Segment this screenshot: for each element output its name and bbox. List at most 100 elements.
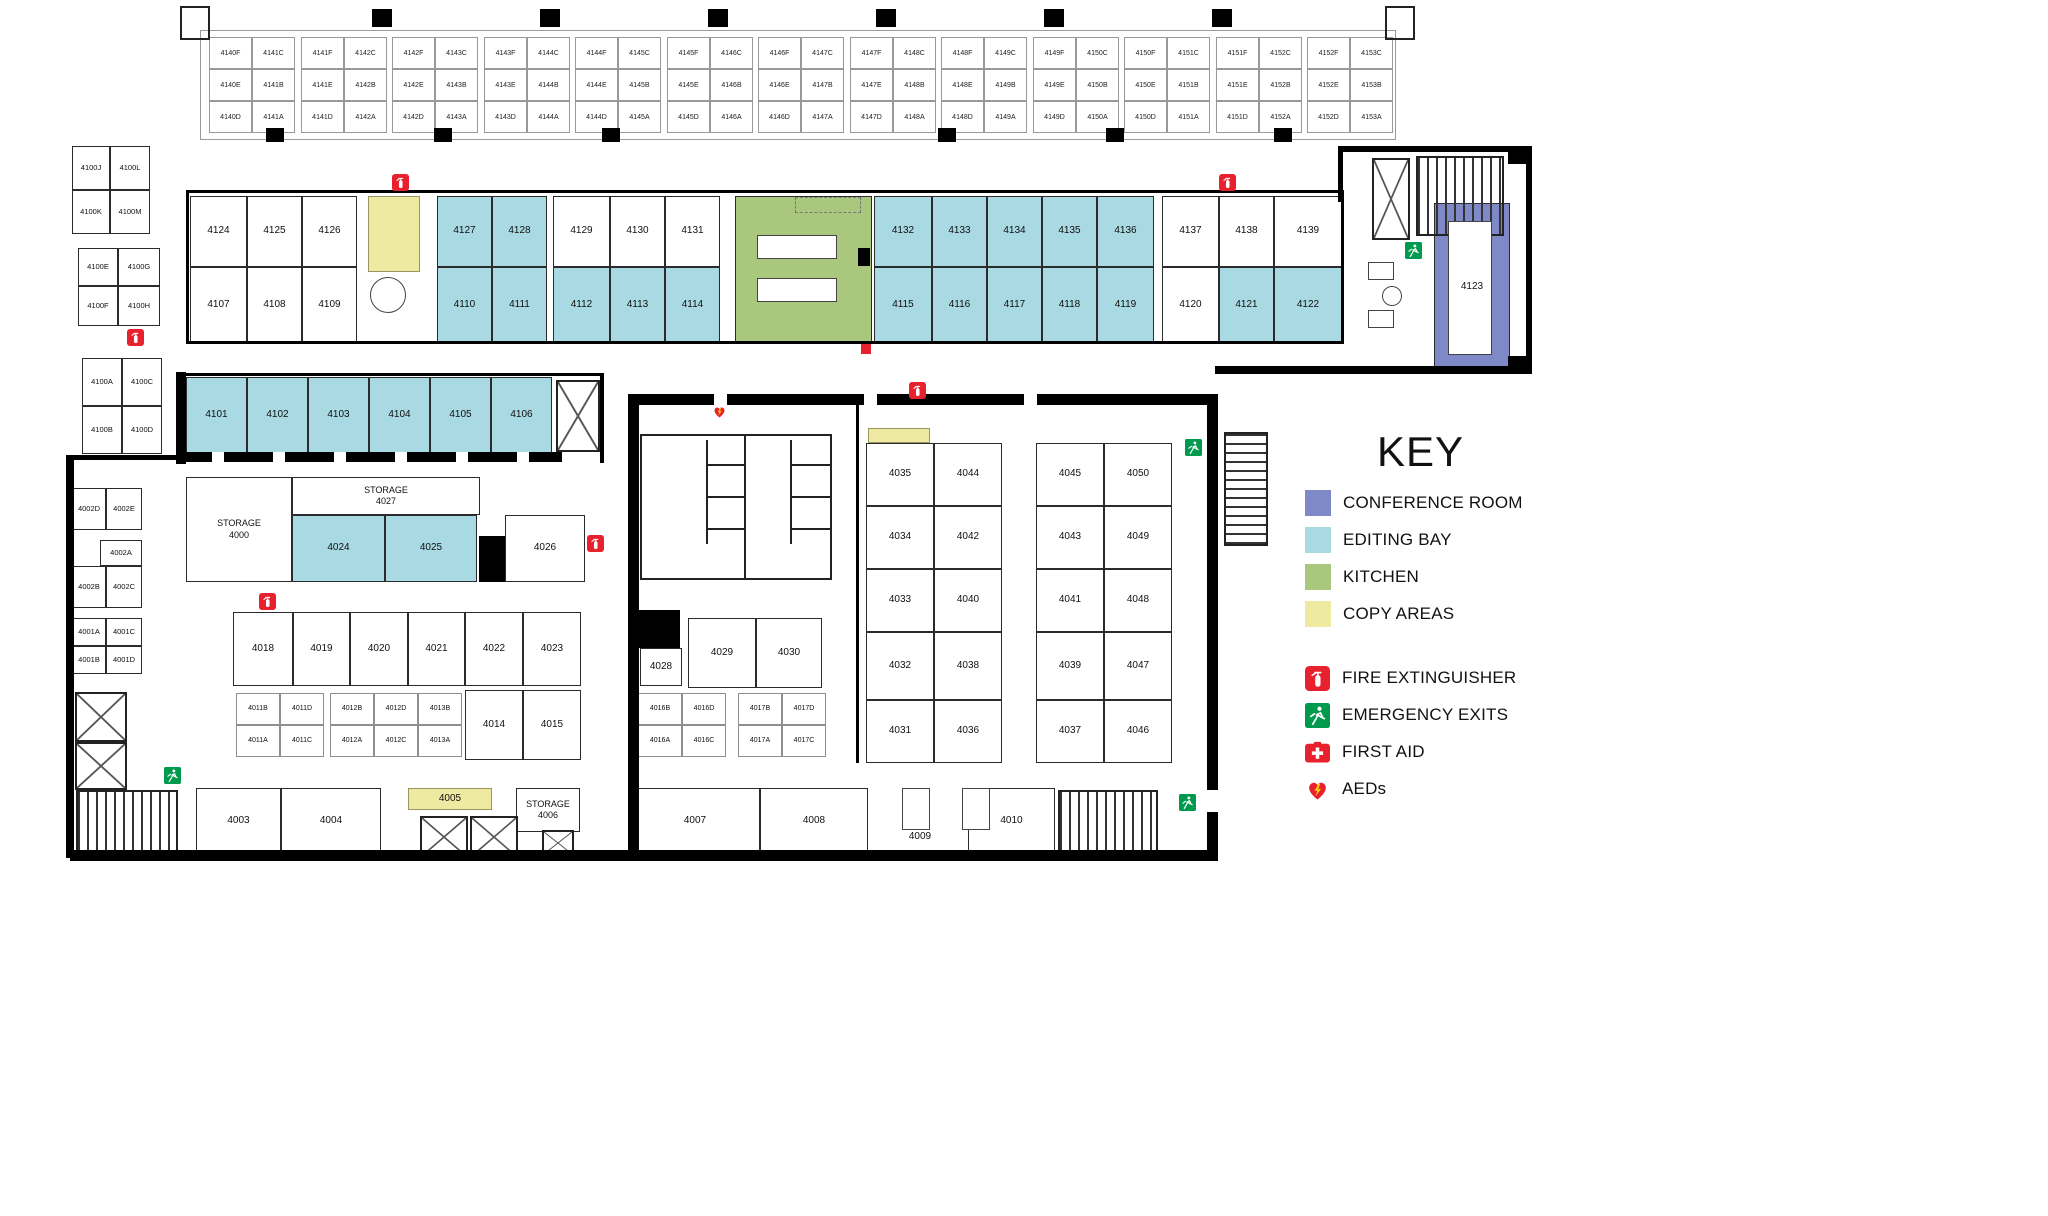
room-label: 4022	[482, 642, 506, 654]
room-label: 4021	[425, 642, 448, 654]
room-label: 4009	[908, 830, 932, 842]
cubicle-band	[200, 30, 1396, 140]
room-4013a: 4013A	[418, 725, 462, 757]
decor-hline	[792, 528, 832, 530]
room-4028: 4028	[640, 648, 682, 686]
room-4101: 4101	[186, 377, 247, 454]
room-label: 4036	[956, 725, 980, 737]
room-4018: 4018	[233, 612, 293, 686]
door-gap	[456, 452, 468, 462]
room-4044: 4044	[934, 443, 1002, 506]
room-4002b: 4002B	[72, 566, 106, 608]
room-label: 4010	[1000, 814, 1023, 826]
cubicle-4148f: 4148F	[941, 37, 984, 69]
room-4021: 4021	[408, 612, 465, 686]
room-label: 4020	[367, 642, 391, 654]
room-label: 4100K	[80, 207, 102, 217]
cubicle-4140d: 4140D	[209, 101, 252, 133]
emergency-exit-icon	[1305, 702, 1330, 728]
room-4005: 4005	[408, 788, 492, 810]
legend-label: FIRST AID	[1342, 742, 1425, 761]
room-4100l: 4100L	[110, 146, 150, 190]
room-label: 4100G	[127, 262, 151, 272]
room-4039: 4039	[1036, 632, 1104, 700]
cubicle-4149e: 4149E	[1033, 69, 1076, 101]
room-4133: 4133	[932, 196, 987, 267]
room-4014: 4014	[465, 690, 523, 760]
room-label: 4016B	[649, 704, 671, 712]
decor-table	[1368, 310, 1394, 328]
room-label: 4026	[533, 542, 557, 554]
room-label: 4100F	[87, 301, 109, 311]
room-label: 4135	[1058, 225, 1081, 237]
cubicle-4153c: 4153C	[1350, 37, 1393, 69]
door-gap	[517, 452, 529, 462]
room-4019: 4019	[293, 612, 350, 686]
room-label: 4012B	[341, 704, 363, 712]
wall	[628, 394, 639, 861]
decor-circle	[370, 277, 406, 313]
decor-hline	[706, 464, 744, 466]
cubicle-4148b: 4148B	[893, 69, 936, 101]
decor-table	[757, 278, 837, 302]
room-label: 4016A	[649, 736, 671, 744]
wall	[1526, 146, 1532, 374]
room-label: 4108	[263, 298, 286, 310]
room-4108: 4108	[247, 267, 302, 343]
cubicle-4146d: 4146D	[758, 101, 801, 133]
room-4117: 4117	[987, 267, 1042, 343]
room-4121: 4121	[1219, 267, 1274, 343]
cubicle-4152e: 4152E	[1307, 69, 1350, 101]
cubicle-4148a: 4148A	[893, 101, 936, 133]
room-label: 4100J	[80, 163, 102, 173]
legend-label: EMERGENCY EXITS	[1342, 705, 1509, 724]
cubicle-4147b: 4147B	[801, 69, 844, 101]
wall	[1215, 366, 1532, 374]
wall	[1340, 146, 1532, 152]
room-label: 4139	[1296, 225, 1320, 237]
room-label: 4125	[263, 225, 286, 237]
decor-black	[1106, 128, 1124, 142]
room-label: 4040	[956, 594, 980, 606]
room-4011d: 4011D	[280, 693, 324, 725]
room-label: 4131	[681, 225, 704, 237]
room-4008: 4008	[760, 788, 868, 854]
room-4001c: 4001C	[106, 618, 142, 646]
room-4123: 4123	[1434, 272, 1510, 302]
door-gap	[395, 452, 407, 462]
room-4118: 4118	[1042, 267, 1097, 343]
cubicle-4147f: 4147F	[850, 37, 893, 69]
emergency-exit-icon	[164, 767, 181, 784]
cubicle-4146b: 4146B	[710, 69, 753, 101]
room-4124: 4124	[190, 196, 247, 267]
room-label: 4127	[453, 225, 476, 237]
decor-x	[1372, 158, 1410, 240]
wall	[66, 455, 186, 460]
room-label: 4028	[649, 660, 673, 672]
door-gap	[334, 452, 346, 462]
room-label: 4100C	[130, 377, 154, 387]
cubicle-4151e: 4151E	[1216, 69, 1259, 101]
room-4016c: 4016C	[682, 725, 726, 757]
room-4007: 4007	[630, 788, 760, 854]
cubicle-4143e: 4143E	[484, 69, 527, 101]
room-label: 4001C	[112, 627, 136, 637]
room-label: 4013B	[429, 704, 451, 712]
decor-outline	[180, 6, 210, 40]
room-label: 4005	[438, 792, 462, 804]
door-gap	[1207, 790, 1218, 812]
legend-label: COPY AREAS	[1343, 604, 1455, 623]
room-4040: 4040	[934, 569, 1002, 632]
decor-table	[962, 788, 990, 830]
room-4100a: 4100A	[82, 358, 122, 406]
room-label: 4030	[777, 646, 801, 658]
room-label: 4100H	[127, 301, 151, 311]
room-4100d: 4100D	[122, 406, 162, 454]
room-label: 4048	[1126, 594, 1150, 606]
room-4138: 4138	[1219, 196, 1274, 267]
room-4034: 4034	[866, 506, 934, 569]
legend-item-copy-areas: COPY AREAS	[1305, 601, 1585, 627]
room-4002e: 4002E	[106, 488, 142, 530]
cubicle-4144d: 4144D	[575, 101, 618, 133]
decor-black	[858, 248, 870, 266]
